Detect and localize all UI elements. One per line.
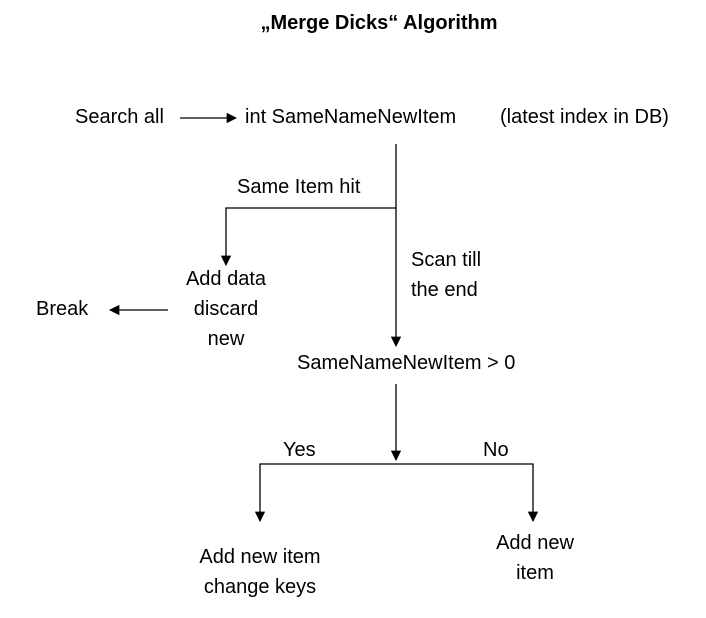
diagram-title: „Merge Dicks“ Algorithm: [260, 12, 498, 34]
node-add-data-line3: new: [207, 328, 245, 350]
node-add-new-item-change-keys-line1: Add new item: [199, 546, 321, 568]
edge-label-same-item-hit: Same Item hit: [237, 176, 361, 198]
edge-label-no: No: [483, 439, 509, 461]
node-add-data-line1: Add data: [185, 268, 267, 290]
node-add-new-item-line2: item: [516, 562, 554, 584]
edge-label-scan-till: Scan till: [411, 249, 482, 271]
edge-label-yes: Yes: [283, 439, 316, 461]
node-condition: SameNameNewItem > 0: [297, 352, 516, 374]
node-break: Break: [36, 298, 89, 320]
node-search-all: Search all: [75, 106, 164, 128]
edge-label-the-end: the end: [411, 279, 478, 301]
node-same-name-new-item: int SameNameNewItem: [245, 106, 457, 128]
arrow-same-item-hit: [220, 207, 396, 267]
node-add-data-line2: discard: [193, 298, 259, 320]
node-add-new-item-line1: Add new: [496, 532, 574, 554]
node-add-new-item-change-keys-line2: change keys: [203, 576, 317, 598]
arrow-yes-branch: [254, 463, 396, 523]
arrow-no-branch: [396, 463, 539, 523]
node-latest-index-note: (latest index in DB): [500, 106, 669, 128]
